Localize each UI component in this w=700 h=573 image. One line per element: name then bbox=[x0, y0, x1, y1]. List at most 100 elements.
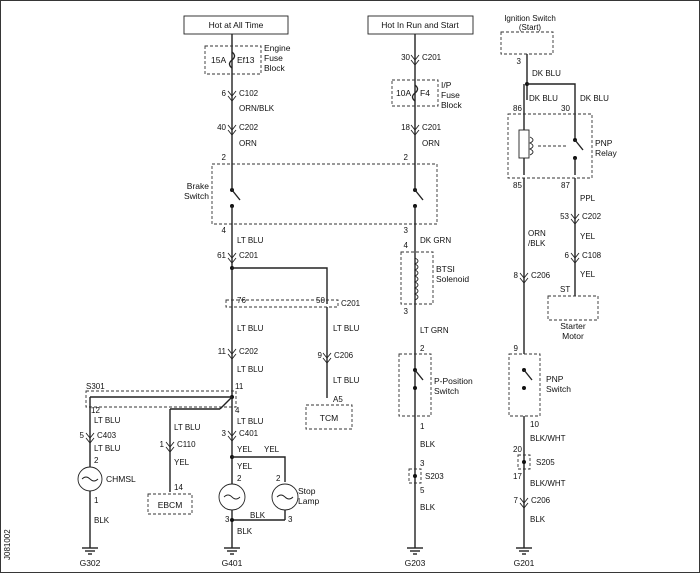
wire-dk-blu: DK BLU bbox=[532, 69, 561, 78]
svg-text:7: 7 bbox=[514, 496, 519, 505]
svg-text:3: 3 bbox=[404, 307, 409, 316]
svg-text:11: 11 bbox=[218, 347, 227, 356]
wire-ppl: PPL bbox=[580, 194, 596, 203]
figure-id: J081002 bbox=[3, 529, 12, 560]
svg-text:14: 14 bbox=[174, 483, 183, 492]
svg-text:17: 17 bbox=[513, 472, 522, 481]
svg-text:3: 3 bbox=[225, 515, 230, 524]
svg-text:9: 9 bbox=[318, 351, 323, 360]
svg-text:C102: C102 bbox=[239, 89, 259, 98]
wire-orn-blk: ORN/BLK bbox=[239, 104, 275, 113]
svg-text:LT BLU: LT BLU bbox=[94, 444, 121, 453]
connector-c201-d: 18 C201 bbox=[401, 123, 442, 136]
svg-text:Engine: Engine bbox=[264, 43, 291, 53]
connector-c206-c: 7 C206 bbox=[514, 496, 551, 509]
svg-text:Switch: Switch bbox=[184, 191, 209, 201]
p-position-switch bbox=[398, 353, 432, 417]
svg-text:/BLK: /BLK bbox=[528, 239, 546, 248]
svg-text:30: 30 bbox=[401, 53, 410, 62]
pnp-switch bbox=[508, 353, 541, 417]
svg-text:Hot at All Time: Hot at All Time bbox=[209, 20, 264, 30]
svg-text:BLK: BLK bbox=[94, 516, 110, 525]
svg-text:C202: C202 bbox=[239, 123, 259, 132]
svg-text:Hot In Run and Start: Hot In Run and Start bbox=[381, 20, 459, 30]
svg-text:86: 86 bbox=[513, 104, 522, 113]
svg-text:BLK/WHT: BLK/WHT bbox=[530, 479, 566, 488]
splice-s203 bbox=[408, 468, 422, 484]
wire-lt-grn: LT GRN bbox=[420, 326, 449, 335]
svg-text:30: 30 bbox=[561, 104, 570, 113]
svg-text:C206: C206 bbox=[334, 351, 354, 360]
ip-fuse-block bbox=[391, 79, 439, 107]
pnp-switch-contacts bbox=[522, 368, 533, 390]
connector-c108: 6 C108 bbox=[565, 251, 602, 264]
brake-switch bbox=[211, 163, 438, 225]
svg-text:ORN: ORN bbox=[422, 139, 440, 148]
svg-text:10: 10 bbox=[530, 420, 539, 429]
svg-text:6: 6 bbox=[222, 89, 227, 98]
svg-text:Solenoid: Solenoid bbox=[436, 274, 469, 284]
svg-text:LT BLU: LT BLU bbox=[237, 365, 264, 374]
svg-text:C401: C401 bbox=[239, 429, 259, 438]
svg-text:YEL: YEL bbox=[237, 445, 253, 454]
pnp-relay bbox=[507, 113, 593, 179]
svg-text:C202: C202 bbox=[582, 212, 602, 221]
svg-text:YEL: YEL bbox=[580, 232, 596, 241]
svg-text:C202: C202 bbox=[239, 347, 259, 356]
svg-text:S205: S205 bbox=[536, 458, 555, 467]
svg-text:6: 6 bbox=[565, 251, 570, 260]
ground-g203: G203 bbox=[405, 558, 426, 568]
svg-text:Lamp: Lamp bbox=[298, 496, 320, 506]
svg-text:C403: C403 bbox=[97, 431, 117, 440]
svg-text:BLK: BLK bbox=[420, 503, 436, 512]
svg-text:YEL: YEL bbox=[174, 458, 190, 467]
splice-s205 bbox=[517, 454, 531, 470]
svg-text:LT BLU: LT BLU bbox=[333, 324, 360, 333]
connector-c401: 3 C401 bbox=[222, 429, 259, 442]
svg-text:11: 11 bbox=[235, 382, 244, 391]
svg-text:2: 2 bbox=[276, 474, 281, 483]
svg-text:PNP: PNP bbox=[595, 138, 613, 148]
svg-text:3: 3 bbox=[517, 57, 522, 66]
hot-run-start-box: Hot In Run and Start bbox=[367, 15, 474, 35]
fuse-ef13-amp: 15A bbox=[211, 55, 226, 65]
svg-text:LT BLU: LT BLU bbox=[174, 423, 201, 432]
svg-text:9: 9 bbox=[514, 344, 519, 353]
svg-text:2: 2 bbox=[222, 153, 227, 162]
starter-motor bbox=[547, 295, 599, 321]
stop-lamp-left-icon bbox=[218, 483, 246, 511]
chmsl-label: CHMSL bbox=[106, 474, 136, 484]
svg-text:ST: ST bbox=[560, 285, 570, 294]
svg-text:2: 2 bbox=[94, 456, 99, 465]
connector-c202-a: 40 C202 bbox=[217, 123, 259, 136]
svg-text:LT BLU: LT BLU bbox=[237, 324, 264, 333]
svg-text:I/P: I/P bbox=[441, 80, 452, 90]
svg-text:C201: C201 bbox=[239, 251, 259, 260]
svg-text:A5: A5 bbox=[333, 395, 343, 404]
btsi-solenoid bbox=[400, 251, 434, 305]
ebcm-label: EBCM bbox=[158, 500, 183, 510]
connector-c202-b: 11 C202 bbox=[218, 347, 259, 360]
svg-text:4: 4 bbox=[222, 226, 227, 235]
wire-orn: ORN bbox=[239, 139, 257, 148]
svg-text:Fuse: Fuse bbox=[264, 53, 283, 63]
stop-lamp-right-icon bbox=[271, 483, 299, 511]
connector-c202-c: 53 C202 bbox=[560, 212, 602, 225]
svg-text:18: 18 bbox=[401, 123, 410, 132]
splice-s301 bbox=[85, 390, 237, 408]
svg-text:53: 53 bbox=[560, 212, 569, 221]
svg-text:4: 4 bbox=[235, 406, 240, 415]
svg-text:3: 3 bbox=[288, 515, 293, 524]
svg-text:2: 2 bbox=[420, 344, 425, 353]
svg-text:3: 3 bbox=[404, 226, 409, 235]
wire-lt-blu: LT BLU bbox=[237, 236, 264, 245]
ignition-switch-box bbox=[500, 31, 554, 55]
svg-text:1: 1 bbox=[160, 440, 165, 449]
svg-text:40: 40 bbox=[217, 123, 226, 132]
ground-g302: G302 bbox=[80, 558, 101, 568]
svg-text:BLK: BLK bbox=[237, 527, 253, 536]
svg-text:DK BLU: DK BLU bbox=[529, 94, 558, 103]
fuse-ef13-icon bbox=[228, 51, 236, 69]
svg-text:20: 20 bbox=[513, 445, 522, 454]
